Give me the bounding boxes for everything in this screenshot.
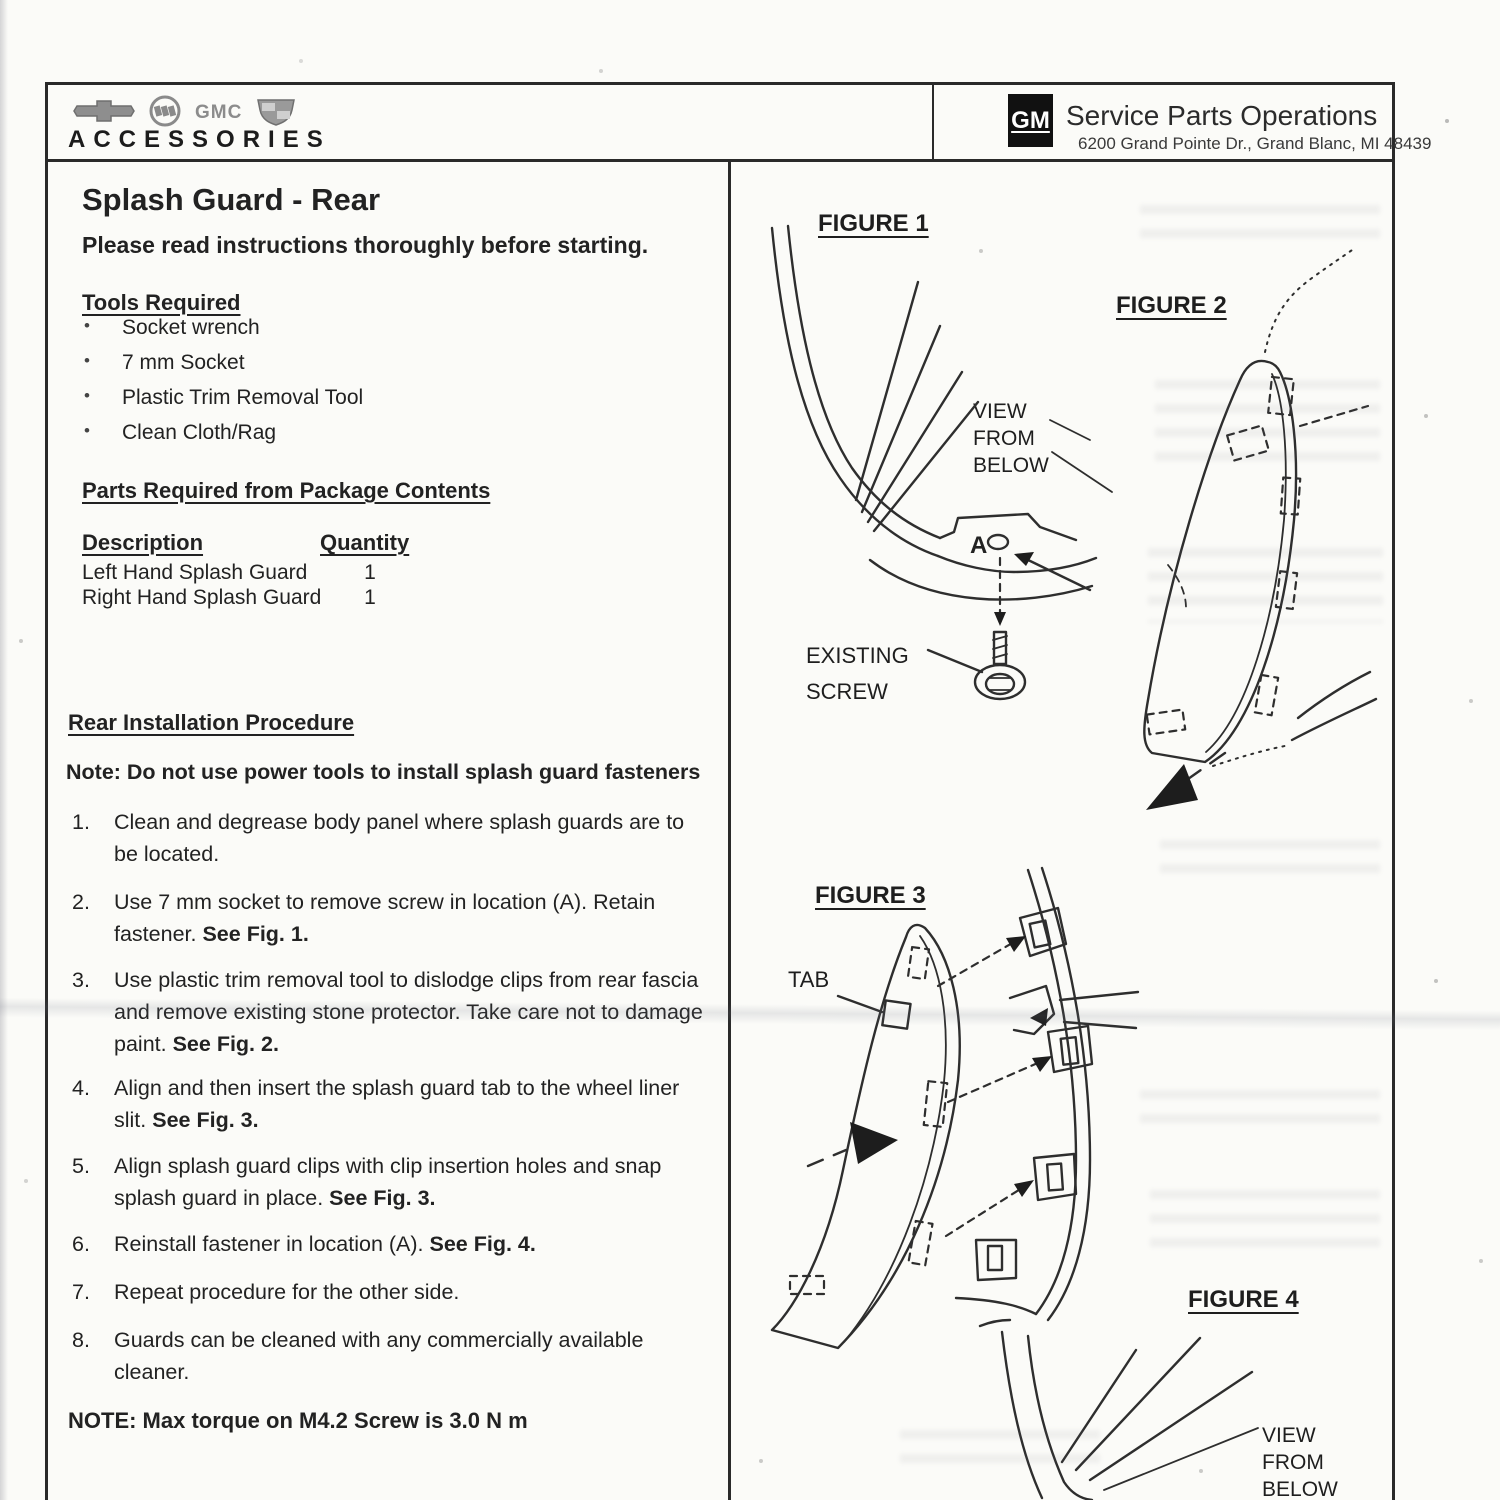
figure-1-label: FIGURE 1 <box>818 210 929 237</box>
col-quantity: Quantity <box>320 530 410 555</box>
view-line: VIEW <box>1262 1424 1316 1447</box>
parts-row: Left Hand Splash Guard 1 <box>82 560 542 585</box>
fig1-existing-screw-label: EXISTING SCREW <box>806 643 909 704</box>
bullet-icon: • <box>84 351 90 370</box>
org-name: Service Parts Operations <box>1066 100 1378 131</box>
tool-item: • 7 mm Socket <box>84 351 644 375</box>
step-text: Guards can be cleaned with any commercia… <box>114 1328 644 1384</box>
org-address: 6200 Grand Pointe Dr., Grand Blanc, MI 4… <box>1078 134 1432 153</box>
bleed-through-smudge <box>1140 205 1380 253</box>
parts-heading: Parts Required from Package Contents <box>82 478 491 503</box>
gmc-logo-icon: GMC <box>195 102 243 123</box>
part-description: Right Hand Splash Guard <box>82 586 322 609</box>
step-number: 8. <box>72 1328 90 1352</box>
col-description: Description <box>82 530 204 555</box>
view-line: FROM <box>1262 1451 1324 1474</box>
tools-heading: Tools Required <box>82 290 241 315</box>
figure-2-drawing <box>1049 247 1378 810</box>
tool-label: Socket wrench <box>122 316 260 339</box>
tool-item: • Plastic Trim Removal Tool <box>84 386 644 410</box>
part-description: Left Hand Splash Guard <box>82 561 308 584</box>
figure-3-drawing <box>770 866 1140 1350</box>
figure-4-drawing <box>978 1318 1259 1500</box>
power-tools-note: Note: Do not use power tools to install … <box>66 760 701 784</box>
procedure-step: 3. Use plastic trim removal tool to dislo… <box>72 964 708 1060</box>
step-text: Reinstall fastener in location (A). <box>114 1232 424 1256</box>
procedure-step: 2. Use 7 mm socket to remove screw in loc… <box>72 886 708 950</box>
tool-item: • Clean Cloth/Rag <box>84 421 644 445</box>
bleed-through-smudge <box>1150 1190 1380 1260</box>
step-number: 6. <box>72 1232 90 1256</box>
procedure-step: 4. Align and then insert the splash guard… <box>72 1072 708 1136</box>
doc-intro: Please read instructions thoroughly befo… <box>82 232 649 258</box>
cadillac-logo-icon <box>256 96 296 131</box>
tool-item: • Socket wrench <box>84 316 644 340</box>
fig1-view-from-below-label: VIEW FROM BELOW <box>973 398 1049 479</box>
step-text: Use 7 mm socket to remove screw in locat… <box>114 890 656 946</box>
scan-edge-shadow <box>0 0 8 1500</box>
doc-title: Splash Guard - Rear <box>82 182 381 217</box>
step-number: 2. <box>72 890 90 914</box>
chevrolet-logo-icon <box>73 99 135 128</box>
figure-1-drawing <box>770 224 1098 701</box>
step-text: Align and then insert the splash guard t… <box>114 1076 680 1132</box>
bleed-through-smudge <box>900 1430 1100 1476</box>
bullet-icon: • <box>84 386 90 405</box>
step-fig-ref: See Fig. 1. <box>202 922 309 946</box>
step-number: 1. <box>72 810 90 834</box>
step-text: Clean and degrease body panel where spla… <box>114 810 685 866</box>
view-line: FROM <box>973 427 1035 450</box>
view-line: BELOW <box>1262 1478 1338 1500</box>
figure-4-label: FIGURE 4 <box>1188 1286 1299 1313</box>
bleed-through-smudge <box>1148 548 1383 623</box>
procedure-step: 5. Align splash guard clips with clip ins… <box>72 1150 708 1214</box>
bullet-icon: • <box>84 316 90 335</box>
step-fig-ref: See Fig. 2. <box>172 1032 279 1056</box>
step-fig-ref: See Fig. 3. <box>152 1108 259 1132</box>
figure-3-label: FIGURE 3 <box>815 882 926 909</box>
procedure-heading: Rear Installation Procedure <box>68 710 355 735</box>
fig4-view-from-below-label: VIEW FROM BELOW <box>1262 1422 1338 1500</box>
step-fig-ref: See Fig. 4. <box>429 1232 536 1256</box>
torque-note: NOTE: Max torque on M4.2 Screw is 3.0 N … <box>68 1408 528 1433</box>
step-fig-ref: See Fig. 3. <box>329 1186 436 1210</box>
tool-label: Plastic Trim Removal Tool <box>122 386 364 409</box>
procedure-step: 7. Repeat procedure for the other side. <box>72 1276 708 1308</box>
accessories-label: ACCESSORIES <box>68 126 331 153</box>
bullet-icon: • <box>84 421 90 440</box>
bleed-through-smudge <box>1140 1090 1380 1136</box>
header-divider <box>932 85 934 159</box>
gm-logo-text: GM <box>1011 106 1050 134</box>
view-line: BELOW <box>973 454 1049 477</box>
step-text: Use plastic trim removal tool to dislodg… <box>114 968 703 1056</box>
procedure-step: 1. Clean and degrease body panel where sp… <box>72 806 708 870</box>
parts-table-header: Description Quantity <box>82 530 542 556</box>
tool-label: 7 mm Socket <box>122 351 245 374</box>
parts-table: Description Quantity Left Hand Splash Gu… <box>82 530 542 610</box>
bleed-through-smudge <box>1155 380 1380 470</box>
tool-label: Clean Cloth/Rag <box>122 421 277 444</box>
bleed-through-smudge <box>1160 840 1380 886</box>
column-divider <box>728 160 731 1500</box>
tools-list: • Socket wrench • 7 mm Socket • Plastic Tri… <box>84 316 644 456</box>
fig3-tab-label: TAB <box>788 967 830 992</box>
step-text: Align splash guard clips with clip inser… <box>114 1154 662 1210</box>
part-quantity: 1 <box>364 586 376 609</box>
step-text: Repeat procedure for the other side. <box>114 1280 460 1304</box>
part-quantity: 1 <box>364 561 376 584</box>
buick-logo-icon <box>149 95 181 132</box>
figure-2-label: FIGURE 2 <box>1116 292 1227 319</box>
parts-row: Right Hand Splash Guard 1 <box>82 585 542 610</box>
brand-logo-row: GMC <box>73 95 296 132</box>
step-number: 4. <box>72 1076 90 1100</box>
fig1-location-a-label: A <box>970 532 988 559</box>
step-number: 7. <box>72 1280 90 1304</box>
view-line: VIEW <box>973 400 1027 423</box>
procedure-step: 8. Guards can be cleaned with any commerc… <box>72 1324 708 1388</box>
gm-logo: GM <box>1008 94 1053 147</box>
procedure-step: 6. Reinstall fastener in location (A). Se… <box>72 1228 708 1260</box>
step-number: 5. <box>72 1154 90 1178</box>
step-number: 3. <box>72 968 90 992</box>
